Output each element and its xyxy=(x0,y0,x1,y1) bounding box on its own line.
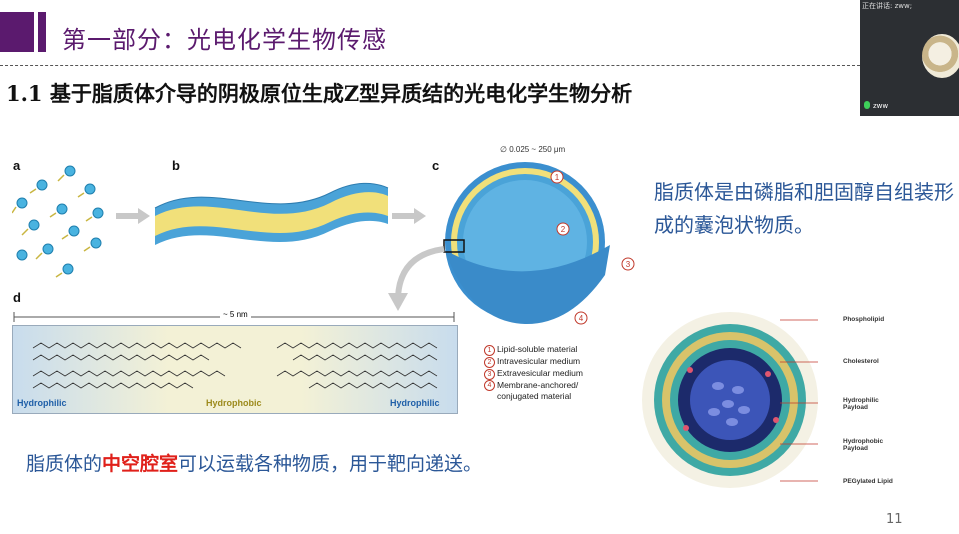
header-accent-bar xyxy=(0,12,34,52)
header-divider xyxy=(0,65,860,66)
page-number: 11 xyxy=(886,512,903,527)
panel-label-d: d xyxy=(13,290,21,305)
lipid-bilayer-sheet-illustration xyxy=(154,182,389,245)
phospholipid-molecules-illustration xyxy=(12,165,104,278)
panel-label-c: c xyxy=(432,158,440,173)
participant-video xyxy=(922,34,959,78)
mic-icon xyxy=(864,101,870,109)
hydrophilic-label-left: Hydrophilic xyxy=(17,398,67,408)
scale-label: ~ 5 nm xyxy=(220,310,251,319)
zoom-arrow-icon xyxy=(388,246,445,311)
liposome-label-leaders xyxy=(780,319,818,482)
hydrophilic-label-right: Hydrophilic xyxy=(390,398,440,408)
bottom-highlight: 中空腔室 xyxy=(102,453,179,475)
hydrophobic-label: Hydrophobic xyxy=(206,398,262,408)
label-hydrophobic-payload: Hydrophobic Payload xyxy=(843,438,884,452)
bottom-prefix: 脂质体的 xyxy=(26,453,103,475)
arrow-right-icon xyxy=(116,208,150,224)
bottom-statement: 脂质体的中空腔室可以运载各种物质，用于靶向递送。 xyxy=(26,449,482,476)
lipid-chemical-structure xyxy=(32,342,438,389)
marker-3: 3 xyxy=(626,260,631,269)
label-pegylated-lipid: PEGylated Lipid xyxy=(843,478,893,485)
marker-1: 1 xyxy=(555,173,560,182)
marker-2: 2 xyxy=(561,225,566,234)
header-accent-bar-thin xyxy=(38,12,46,52)
section-title: 第一部分：光电化学生物传感 xyxy=(62,26,387,54)
lipid-structure-panel: Hydrophilic Hydrophobic Hydrophilic xyxy=(12,325,458,414)
liposome-cross-section-illustration: 1 2 3 4 xyxy=(443,162,635,325)
label-cholesterol: Cholesterol xyxy=(843,358,879,365)
bottom-suffix: 可以运载各种物质，用于靶向递送。 xyxy=(178,453,483,475)
speaking-indicator: 正在讲话: zww; xyxy=(862,2,913,10)
panel-label-a: a xyxy=(13,158,21,173)
marker-4: 4 xyxy=(579,314,584,323)
label-hydrophilic-payload: Hydrophilic Payload xyxy=(843,397,879,411)
arrow-right-icon xyxy=(392,208,426,224)
slide-subtitle: 1.1 基于脂质体介导的阴极原位生成Z型异质结的光电化学生物分析 xyxy=(6,81,633,106)
panel-label-b: b xyxy=(172,158,180,173)
liposome-3d-illustration xyxy=(642,312,818,488)
liposome-description: 脂质体是由磷脂和胆固醇自组装形成的囊泡状物质。 xyxy=(654,180,954,237)
participant-name: zww xyxy=(873,102,889,110)
video-tile[interactable]: 正在讲话: zww; zww xyxy=(860,0,959,116)
label-phospholipid: Phospholipid xyxy=(843,316,885,323)
diameter-label: ∅ 0.025 ~ 250 μm xyxy=(500,145,566,154)
